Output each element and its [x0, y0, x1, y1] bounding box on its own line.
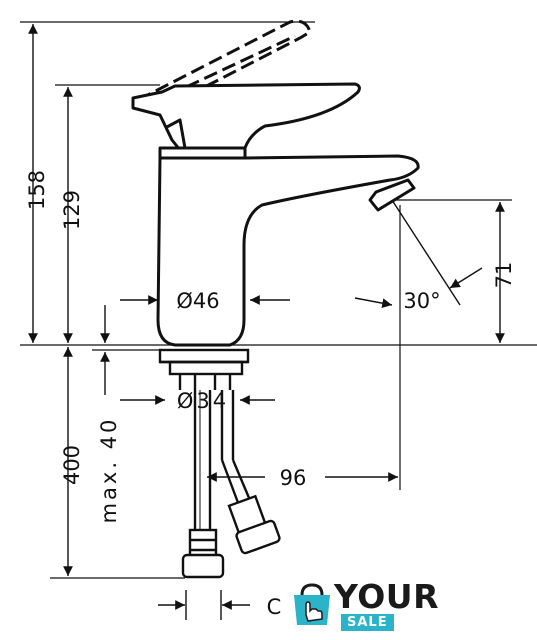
shank-assembly — [158, 348, 281, 579]
logo-text-sale: SALE — [341, 614, 394, 631]
label-spout-height: 71 — [492, 262, 516, 289]
label-partial: C — [267, 595, 282, 619]
label-hose-spacing: 96 — [280, 466, 307, 490]
label-spout-angle: 30° — [403, 289, 440, 313]
label-overall-height: 158 — [25, 170, 49, 210]
label-shank-length: max. 40 — [97, 417, 121, 524]
faucet-body — [131, 82, 420, 347]
label-body-height: 129 — [60, 190, 84, 230]
label-body-diameter: Ø46 — [176, 289, 219, 313]
label-shank-diameter: Ø34 — [177, 389, 229, 413]
dim-bottom — [158, 590, 250, 620]
yoursale-logo: YOUR SALE — [290, 577, 440, 633]
shopping-bag-icon — [294, 583, 330, 625]
logo-text-your: YOUR — [334, 577, 439, 616]
dim-angle-30 — [354, 199, 483, 308]
label-hose-length: 400 — [60, 445, 84, 485]
extension-lines — [20, 21, 537, 579]
